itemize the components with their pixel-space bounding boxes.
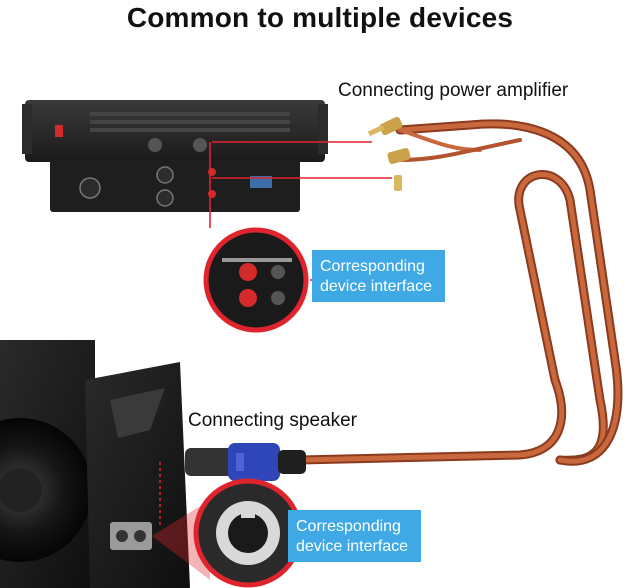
speaker-cabinet-back [0, 340, 95, 588]
amplifier-label: Connecting power amplifier [338, 80, 569, 101]
power-amplifier [22, 100, 328, 162]
speaker-callout-line1: Corresponding [296, 518, 401, 535]
speaker-label: Connecting speaker [188, 410, 357, 431]
speaker-cable [295, 119, 623, 466]
amplifier-guide-lines [209, 141, 392, 228]
banana-plug-bottom [387, 148, 411, 191]
page-title: Common to multiple devices [126, 2, 514, 33]
amplifier-rear-panel [50, 160, 300, 212]
speakon-connector [185, 443, 306, 481]
amplifier-terminal-inset [203, 227, 318, 333]
banana-plug-top [367, 116, 403, 137]
speaker-cabinet-front [85, 362, 190, 588]
speaker-interface-callout: Corresponding device interface [288, 510, 421, 562]
amplifier-interface-callout: Corresponding device interface [312, 250, 445, 302]
speaker-terminal-inset [193, 478, 303, 588]
speaker-callout-line2: device interface [296, 538, 409, 555]
amplifier-callout-line2: device interface [320, 278, 433, 295]
amplifier-callout-line1: Corresponding [320, 258, 425, 275]
